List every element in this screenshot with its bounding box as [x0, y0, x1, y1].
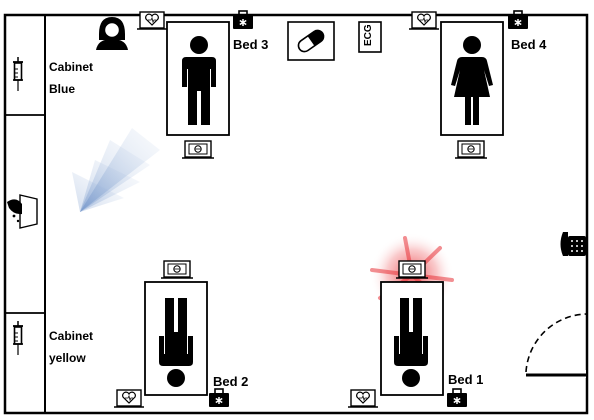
sensor-coverage-cone — [72, 128, 160, 212]
bed-2-monitor-icon — [160, 260, 194, 279]
bed-4-label: Bed 4 — [511, 37, 547, 52]
bed-2-heart-monitor-icon — [113, 389, 145, 408]
bed-3-heart-monitor-icon — [136, 11, 168, 30]
phone-icon — [560, 232, 586, 256]
ecg-label: ECG — [363, 24, 374, 46]
bed-3-monitor-icon — [181, 140, 215, 159]
bed-4-first-aid-icon — [507, 10, 529, 30]
cabinet-yellow-name: Cabinet — [49, 329, 94, 343]
pill-icon — [287, 21, 335, 61]
ecg-box — [358, 21, 382, 53]
nurse-icon — [96, 17, 128, 50]
bed-2-label: Bed 2 — [213, 374, 249, 389]
hand-sanitizer-icon — [7, 194, 38, 229]
bed-1-heart-monitor-icon — [347, 389, 379, 408]
bed-1-label: Bed 1 — [448, 372, 484, 387]
bed-4-heart-monitor-icon — [408, 11, 440, 30]
bed-1-monitor-icon — [395, 260, 429, 279]
cabinet-yellow-color: yellow — [49, 351, 86, 365]
cabinet-blue-name: Cabinet — [49, 60, 94, 74]
bed-3-label: Bed 3 — [233, 37, 269, 52]
cabinet-blue-color: Blue — [49, 82, 76, 96]
bed-4-monitor-icon — [454, 140, 488, 159]
door-swing-arc — [525, 313, 589, 373]
bed-3-first-aid-icon — [232, 10, 254, 30]
